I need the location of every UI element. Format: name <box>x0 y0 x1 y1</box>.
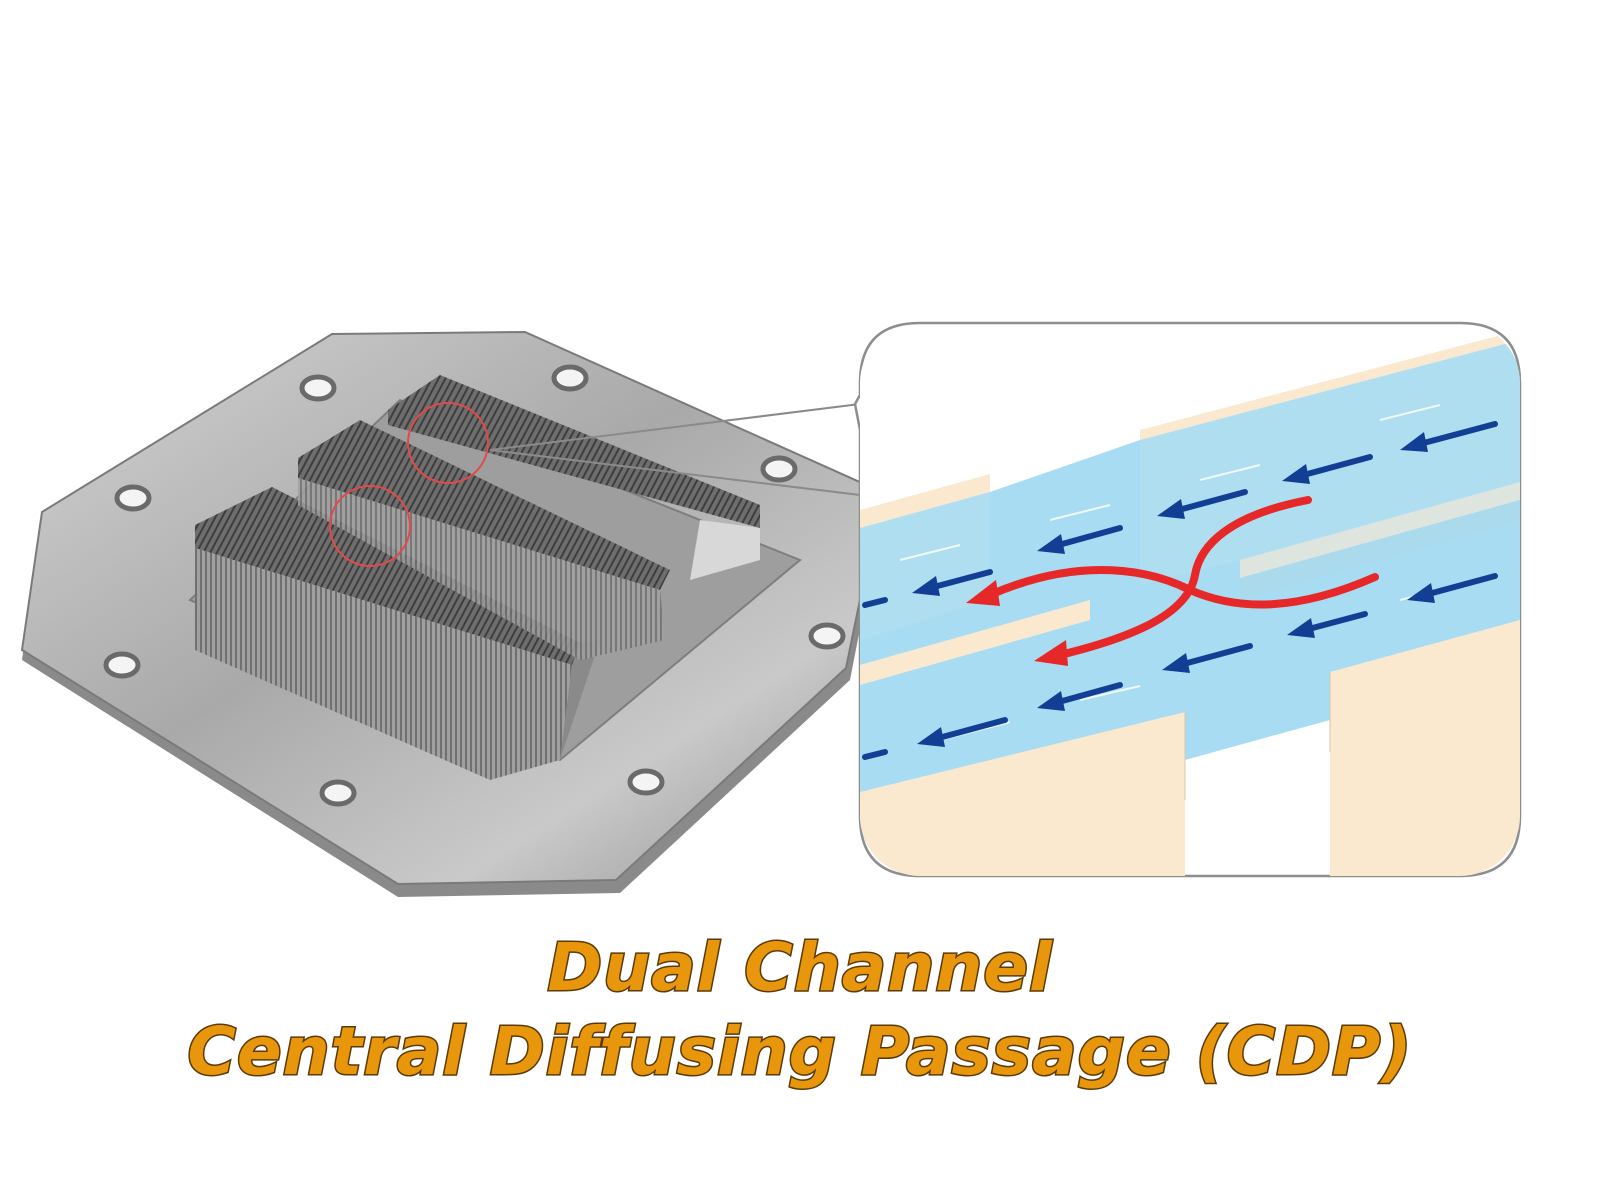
caption-title-line-1: Dual Channel <box>546 928 1053 1008</box>
arrow-left-icon <box>1037 525 1123 554</box>
arrowhead <box>966 580 1000 606</box>
arrow-left-icon <box>1162 643 1253 673</box>
highlight-circle <box>407 402 489 484</box>
curved-arrow-icon <box>1056 496 1312 659</box>
fin-block-front <box>195 487 600 780</box>
highlight-circle <box>329 485 411 567</box>
channel-wall-middle <box>860 600 1090 685</box>
cold-plate <box>20 330 885 897</box>
arrowhead <box>1034 640 1068 666</box>
mounting-hole <box>114 484 152 512</box>
arrow-left-icon <box>1287 611 1368 638</box>
mounting-hole <box>103 651 141 679</box>
arrow-left-icon <box>912 569 993 596</box>
channel-callout <box>853 321 1522 878</box>
channel-wall-top <box>860 330 1520 515</box>
channel-wall-top <box>1140 330 1520 440</box>
channel-wall-bottom <box>860 712 1185 876</box>
mounting-hole <box>760 455 798 483</box>
fin-block-back <box>388 375 760 580</box>
arrow-left-icon <box>1282 454 1373 484</box>
caption-title-line-2: Central Diffusing Passage (CDP) <box>186 1012 1413 1092</box>
mounting-hole <box>319 779 357 807</box>
diffusion-arrows <box>986 496 1379 659</box>
mounting-holes <box>103 364 846 807</box>
arrow-left-icon <box>1400 421 1498 452</box>
mounting-hole <box>627 768 665 796</box>
arrow-left-icon <box>917 717 1008 747</box>
mounting-hole <box>551 364 589 392</box>
arrow-left-icon <box>1157 489 1248 519</box>
curved-arrow-icon <box>986 566 1379 609</box>
channel-wall-bottom <box>1330 620 1520 876</box>
arrow-left-icon <box>1407 573 1498 603</box>
arrow-left-icon <box>862 597 888 608</box>
arrow-left-icon <box>862 749 888 760</box>
flow-arrows <box>862 421 1498 760</box>
mounting-hole <box>299 374 337 402</box>
callout-connector <box>489 403 861 496</box>
mounting-hole <box>808 622 846 650</box>
arrow-left-icon <box>1037 682 1123 711</box>
fin-block-middle <box>298 420 670 660</box>
